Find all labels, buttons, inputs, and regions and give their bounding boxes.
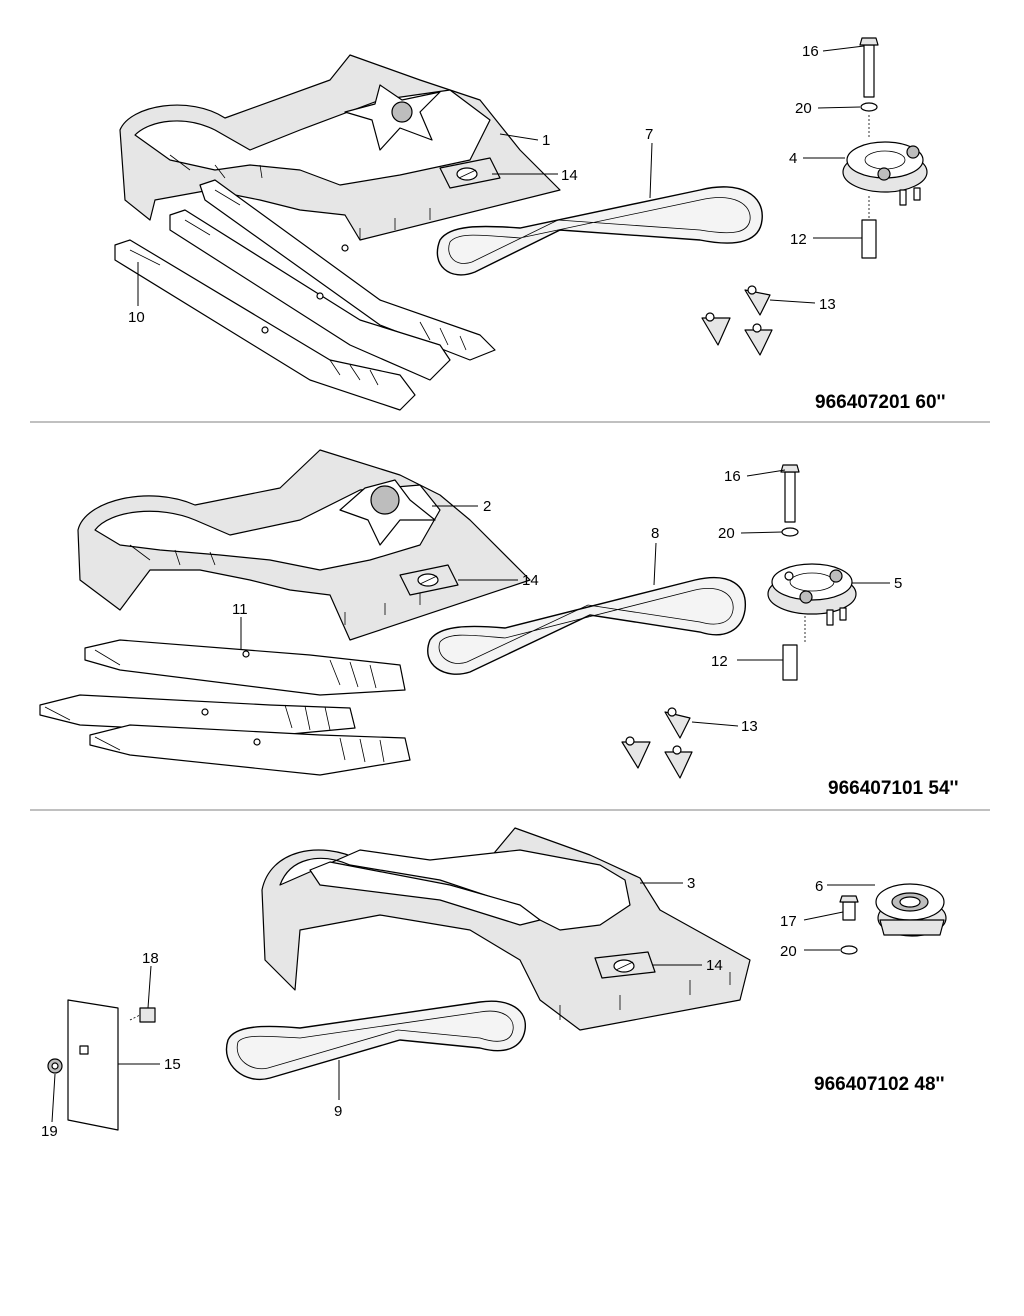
model-label-60: 966407201 60'' [815,392,946,413]
callout-16: 16 [802,43,819,60]
callout-6: 6 [815,878,823,895]
pulley-assembly-54 [767,464,857,681]
callout-19: 19 [41,1123,58,1140]
callout-20: 20 [718,525,735,542]
decal-60 [439,157,501,189]
decal-54 [399,564,459,596]
callout-4: 4 [789,150,797,167]
callout-14: 14 [706,957,723,974]
callout-8: 8 [651,525,659,542]
model-label-48: 966407102 48'' [814,1074,945,1095]
blade-nuts-60 [701,285,773,356]
callout-15: 15 [164,1056,181,1073]
deck-cover-54 [77,449,531,641]
callout-12: 12 [790,231,807,248]
belt-48 [225,1000,526,1081]
callout-17: 17 [780,913,797,930]
callout-3: 3 [687,875,695,892]
callout-18: 18 [142,950,159,967]
callout-2: 2 [483,498,491,515]
section-60-inch: 16 20 4 12 1 14 7 10 13 966407201 60'' [114,37,946,413]
belt-60 [436,186,763,276]
pulley-assembly-60 [842,37,928,259]
callout-9: 9 [334,1103,342,1120]
callout-16: 16 [724,468,741,485]
callout-20: 20 [795,100,812,117]
callout-13: 13 [741,718,758,735]
belt-54 [427,576,746,675]
callout-10: 10 [128,309,145,326]
callout-13: 13 [819,296,836,313]
guard-assembly-48 [47,999,156,1131]
callout-14: 14 [522,572,539,589]
model-label-54: 966407101 54'' [828,778,959,799]
pulley-assembly-48 [839,883,947,955]
callout-11: 11 [232,601,248,618]
leaders-60 [137,45,865,306]
decal-48 [594,951,656,979]
blades-54 [39,639,411,776]
callout-14: 14 [561,167,578,184]
leaders-48 [51,882,875,1123]
callout-7: 7 [645,126,653,143]
callout-20: 20 [780,943,797,960]
callout-1: 1 [542,132,550,149]
callout-12: 12 [711,653,728,670]
section-54-inch: 16 20 2 14 8 5 11 12 13 966407101 54'' [39,449,959,799]
section-48-inch: 6 17 20 3 14 18 15 19 9 966407102 48'' [41,827,947,1140]
leaders-54 [240,469,890,727]
blades-60 [114,179,496,411]
callout-5: 5 [894,575,902,592]
deck-cover-48 [261,827,751,1031]
blade-nuts-54 [621,707,693,779]
